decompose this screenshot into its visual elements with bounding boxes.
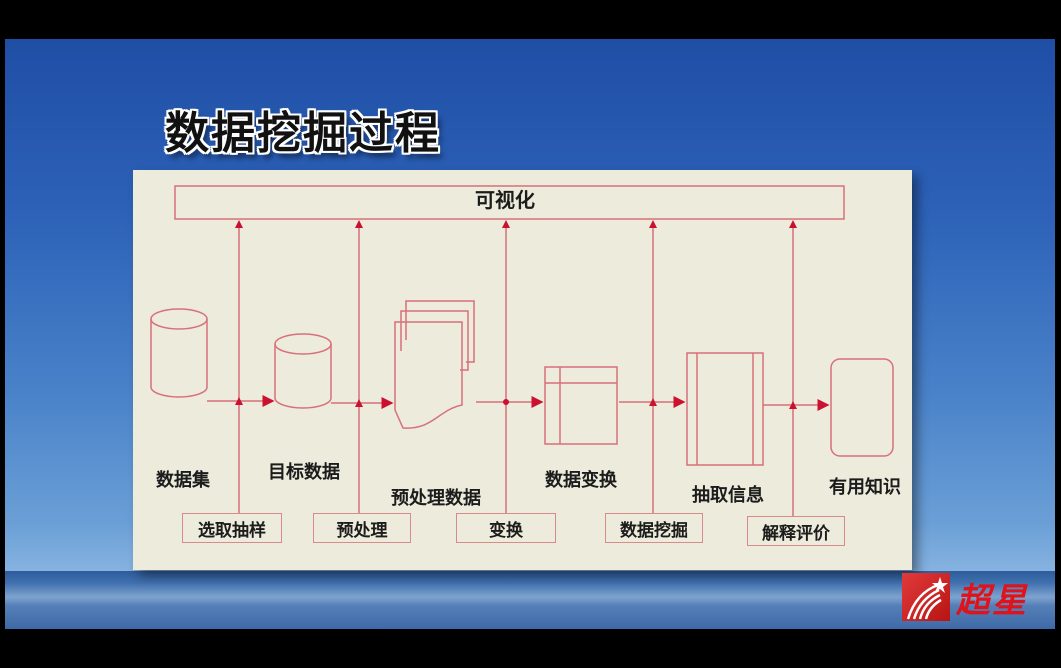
step-box-transform: 变换 bbox=[456, 513, 556, 543]
dataset-cylinder-icon bbox=[150, 308, 208, 398]
visualization-label: 可视化 bbox=[475, 188, 535, 212]
transformed-data-table-icon bbox=[544, 366, 618, 445]
step-box-evaluation: 解释评价 bbox=[747, 516, 845, 546]
process-diagram bbox=[150, 185, 894, 520]
visualization-bar bbox=[174, 185, 845, 220]
step-box-data-mining: 数据挖掘 bbox=[605, 513, 703, 543]
logo-text: 超星 bbox=[956, 580, 1028, 621]
target-data-cylinder-icon bbox=[274, 333, 332, 409]
useful-knowledge-icon bbox=[830, 358, 894, 457]
slide-title: 数据挖掘过程 bbox=[165, 108, 441, 159]
extracted-info-ledger-icon bbox=[686, 352, 764, 466]
step-box-preprocess: 预处理 bbox=[313, 513, 411, 543]
stage-label-extracted-info: 抽取信息 bbox=[692, 485, 764, 506]
stage-label-preprocessed-data: 预处理数据 bbox=[391, 488, 481, 509]
shooting-star-icon bbox=[902, 573, 950, 621]
chaoxing-logo: 超星 bbox=[902, 571, 1052, 623]
step-box-sampling: 选取抽样 bbox=[182, 513, 282, 543]
preprocessed-data-documents-icon bbox=[394, 300, 475, 429]
stage-label-useful-knowledge: 有用知识 bbox=[829, 477, 901, 498]
sea-background bbox=[5, 571, 1055, 629]
slide-screen: 数据挖掘过程 bbox=[5, 39, 1055, 629]
stage-label-dataset: 数据集 bbox=[156, 470, 210, 491]
stage-label-transformed-data: 数据变换 bbox=[545, 470, 617, 491]
process-diagram-panel: 可视化 数据集 目标数据 预处理数据 数据变换 抽取信息 有用知识 选取抽样 预… bbox=[133, 170, 912, 570]
stage-label-target-data: 目标数据 bbox=[268, 462, 340, 483]
